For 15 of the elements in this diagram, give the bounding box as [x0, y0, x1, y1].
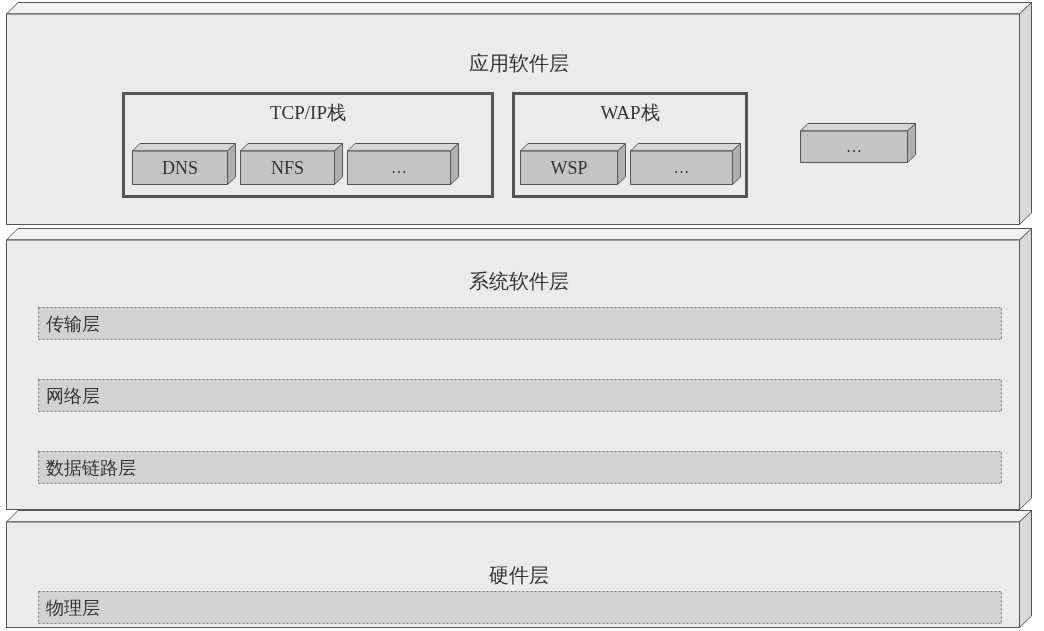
sublayer-label: 数据链路层	[46, 456, 136, 480]
stack-title: WAP栈	[600, 101, 660, 125]
protocol-label: …	[673, 159, 690, 177]
layer-title: 系统软件层	[469, 269, 569, 294]
protocol-label: DNS	[162, 157, 198, 179]
protocol-label: NFS	[271, 157, 304, 179]
layer-title: 硬件层	[489, 563, 549, 588]
protocol-label: …	[846, 138, 862, 156]
sublayer-label: 物理层	[46, 596, 100, 620]
protocol-label: WSP	[550, 157, 588, 179]
sublayer-label: 网络层	[46, 384, 100, 408]
layer-title: 应用软件层	[469, 51, 569, 76]
stack-title: TCP/IP栈	[270, 101, 346, 125]
protocol-label: …	[391, 159, 407, 177]
sublayer-label: 传输层	[46, 312, 100, 336]
